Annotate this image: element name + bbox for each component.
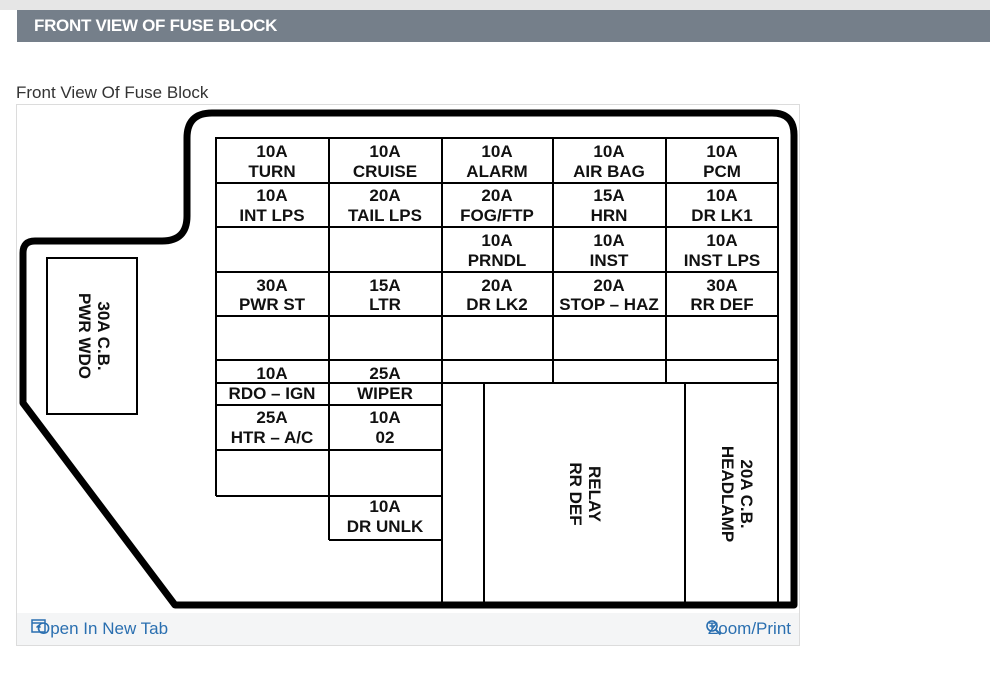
fuse-label: RR DEF — [690, 295, 753, 314]
fuse-amp: 10A — [706, 231, 737, 250]
figure-footer: Open In New Tab Zoom/Print — [17, 613, 799, 645]
fuse-amp: 10A — [481, 231, 512, 250]
side-cb-line2: PWR WDO — [75, 293, 94, 379]
figure-caption: Front View Of Fuse Block — [16, 83, 209, 102]
fuse-amp: 10A — [593, 231, 624, 250]
fuse-amp: 30A — [706, 276, 737, 295]
fuse-label: RDO – IGN — [229, 384, 316, 403]
relay-line1: RELAY — [585, 466, 604, 523]
zoom-print-link[interactable]: Zoom/Print — [705, 619, 791, 639]
fuse-label: STOP – HAZ — [559, 295, 659, 314]
fuse-amp: 10A — [706, 142, 737, 161]
fuse-amp: 15A — [593, 186, 624, 205]
fuse-label: FOG/FTP — [460, 206, 534, 225]
fuse-amp: 10A — [256, 142, 287, 161]
side-cb-label: 30A C.B. PWR WDO — [75, 293, 113, 379]
fuse-amp: 10A — [369, 142, 400, 161]
fuse-amp: 20A — [481, 276, 512, 295]
headlamp-cb-label: 20A C.B. HEADLAMP — [718, 446, 756, 542]
open-new-tab-label: Open In New Tab — [37, 619, 169, 638]
fuse-label: HTR – A/C — [231, 428, 314, 447]
open-new-tab-link[interactable]: Open In New Tab — [31, 619, 168, 639]
fuse-label: PRNDL — [468, 251, 527, 270]
fuse-label: INST LPS — [684, 251, 761, 270]
fuse-label: DR LK2 — [466, 295, 527, 314]
fuse-label: INST — [590, 251, 629, 270]
fuse-row-1: 10A TURN 10A CRUISE 10A ALARM 10A AIR BA… — [248, 142, 741, 181]
fuse-row-4: 30A PWR ST 15A LTR 20A DR LK2 20A STOP –… — [239, 276, 754, 314]
fuse-label: HRN — [591, 206, 628, 225]
fuse-row-6: 10A RDO – IGN 25A WIPER — [229, 364, 413, 403]
fuse-label: 02 — [376, 428, 395, 447]
fuse-grid — [215, 137, 779, 605]
fuse-label: DR UNLK — [347, 517, 424, 536]
fuse-label: PWR ST — [239, 295, 306, 314]
relay-label: RELAY RR DEF — [566, 462, 604, 525]
section-header: FRONT VIEW OF FUSE BLOCK — [17, 10, 990, 42]
fuse-label: CRUISE — [353, 162, 417, 181]
fuse-amp: 10A — [593, 142, 624, 161]
top-strip — [0, 0, 990, 10]
fuse-amp: 20A — [369, 186, 400, 205]
fuse-amp: 10A — [369, 408, 400, 427]
fuse-amp: 15A — [369, 276, 400, 295]
fuse-label: PCM — [703, 162, 741, 181]
fuse-label: AIR BAG — [573, 162, 645, 181]
fuse-amp: 20A — [593, 276, 624, 295]
fuse-amp: 10A — [706, 186, 737, 205]
fuse-amp: 10A — [481, 142, 512, 161]
headlamp-cb-line1: 20A C.B. — [737, 459, 756, 528]
fuse-row-7: 25A HTR – A/C 10A 02 — [231, 408, 401, 447]
section-title: FRONT VIEW OF FUSE BLOCK — [34, 16, 278, 35]
fuse-label: TAIL LPS — [348, 206, 422, 225]
fuse-row-3: 10A PRNDL 10A INST 10A INST LPS — [468, 231, 761, 270]
fuse-amp: 20A — [481, 186, 512, 205]
fuse-label: ALARM — [466, 162, 527, 181]
relay-line2: RR DEF — [566, 462, 585, 525]
fuse-label: LTR — [369, 295, 401, 314]
fuse-block-outline — [19, 109, 798, 609]
zoom-print-label: Zoom/Print — [707, 619, 791, 638]
fuse-label: TURN — [248, 162, 295, 181]
fuse-amp: 10A — [256, 364, 287, 383]
headlamp-cb-line2: HEADLAMP — [718, 446, 737, 542]
fuse-label: DR LK1 — [691, 206, 752, 225]
fuse-amp: 10A — [256, 186, 287, 205]
fuse-amp: 30A — [256, 276, 287, 295]
fuse-amp: 25A — [369, 364, 400, 383]
fuse-row-2: 10A INT LPS 20A TAIL LPS 20A FOG/FTP 15A… — [239, 186, 752, 225]
side-cb-box — [46, 257, 138, 415]
side-cb-line1: 30A C.B. — [94, 301, 113, 370]
fuse-label: WIPER — [357, 384, 413, 403]
figure-box: 10A TURN 10A CRUISE 10A ALARM 10A AIR BA… — [16, 104, 800, 646]
fuse-label: INT LPS — [239, 206, 304, 225]
fuse-block-diagram: 10A TURN 10A CRUISE 10A ALARM 10A AIR BA… — [19, 109, 798, 609]
fuse-amp: 10A — [369, 497, 400, 516]
fuse-amp: 25A — [256, 408, 287, 427]
fuse-bottom: 10A DR UNLK — [347, 497, 424, 536]
